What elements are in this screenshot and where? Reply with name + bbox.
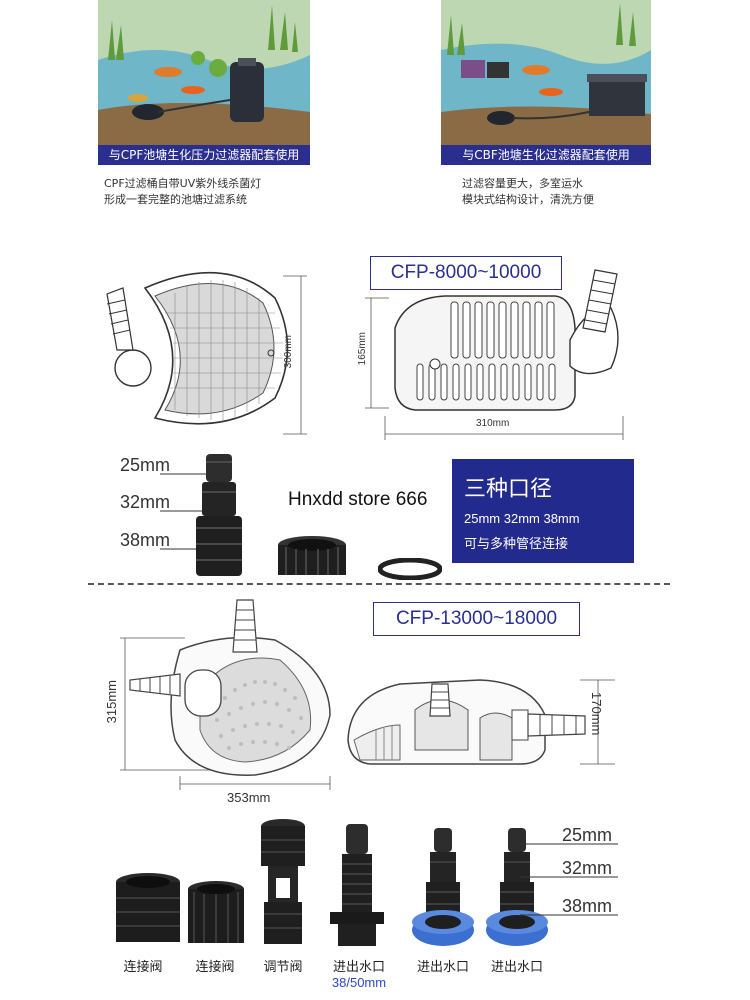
size1-32: 32mm <box>120 492 171 512</box>
pump-side-view-2 <box>340 670 615 770</box>
connector-nut-1 <box>114 872 182 948</box>
size2-leader-lines <box>520 842 618 922</box>
size1-38: 38mm <box>120 530 171 550</box>
model1-width: 310mm <box>476 418 510 429</box>
left-caption: 与CPF池塘生化压力过滤器配套使用 <box>98 145 310 165</box>
right-desc-line-1: 过滤容量更大，多室运水 <box>462 177 583 190</box>
model1-height-left: 300mm <box>283 335 294 369</box>
part-label-2: 连接阀 <box>195 960 235 975</box>
size1-25: 25mm <box>120 455 171 475</box>
inlet-outlet-blue-2 <box>484 826 550 950</box>
size2-25: 25mm <box>562 825 613 845</box>
stepped-hose-adapter-1 <box>190 452 250 580</box>
caliber-panel-title: 三种口径 <box>464 477 553 502</box>
caliber-panel-line-2: 可与多种管径连接 <box>464 537 569 552</box>
pond-illustration-left <box>98 0 310 145</box>
left-description: CPF过滤桶自带UV紫外线杀菌灯 形成一套完整的池塘过滤系统 <box>104 176 324 208</box>
caliber-panel-line-1: 25mm 32mm 38mm <box>464 511 580 526</box>
size2-38: 38mm <box>562 896 613 916</box>
caliber-panel: 三种口径 25mm 32mm 38mm 可与多种管径连接 <box>452 459 634 563</box>
size2-32: 32mm <box>562 858 613 878</box>
store-watermark: Hnxdd store 666 <box>288 489 428 510</box>
right-caption: 与CBF池塘生化过滤器配套使用 <box>441 145 651 165</box>
seal-ring-1 <box>377 557 443 581</box>
part-label-5: 进出水口 <box>416 960 469 975</box>
pump-front-view-1 <box>95 258 315 438</box>
part-label-4: 进出水口 <box>332 960 385 975</box>
model2-height-left: 315mm <box>104 680 119 724</box>
right-description: 过滤容量更大，多室运水 模块式结构设计，清洗方便 <box>462 176 682 208</box>
part-label-6: 进出水口 <box>490 960 543 975</box>
inlet-outlet-blue-1 <box>410 826 476 950</box>
pump-side-view-1 <box>355 268 630 443</box>
part-label-1: 连接阀 <box>123 960 163 975</box>
inlet-outlet-large <box>326 822 388 948</box>
model1-height-right: 165mm <box>357 332 368 366</box>
left-desc-line-1: CPF过滤桶自带UV紫外线杀菌灯 <box>104 177 262 190</box>
model2-width: 353mm <box>227 790 271 805</box>
right-desc-line-2: 模块式结构设计，清洗方便 <box>462 193 594 206</box>
model2-height-right: 170mm <box>589 692 604 736</box>
union-nut-1 <box>276 535 348 579</box>
model2-name-box: CFP-13000~18000 <box>373 602 580 636</box>
left-desc-line-2: 形成一套完整的池塘过滤系统 <box>104 193 247 206</box>
pump-front-view-2 <box>105 590 340 790</box>
model1-name-box: CFP-8000~10000 <box>370 256 562 290</box>
pond-illustration-right <box>441 0 651 145</box>
part-sublabel-4: 38/50mm <box>331 975 387 990</box>
part-label-3: 调节阀 <box>263 960 303 975</box>
regulating-valve <box>258 818 308 948</box>
connector-nut-2 <box>186 880 246 948</box>
section-divider <box>88 583 670 587</box>
